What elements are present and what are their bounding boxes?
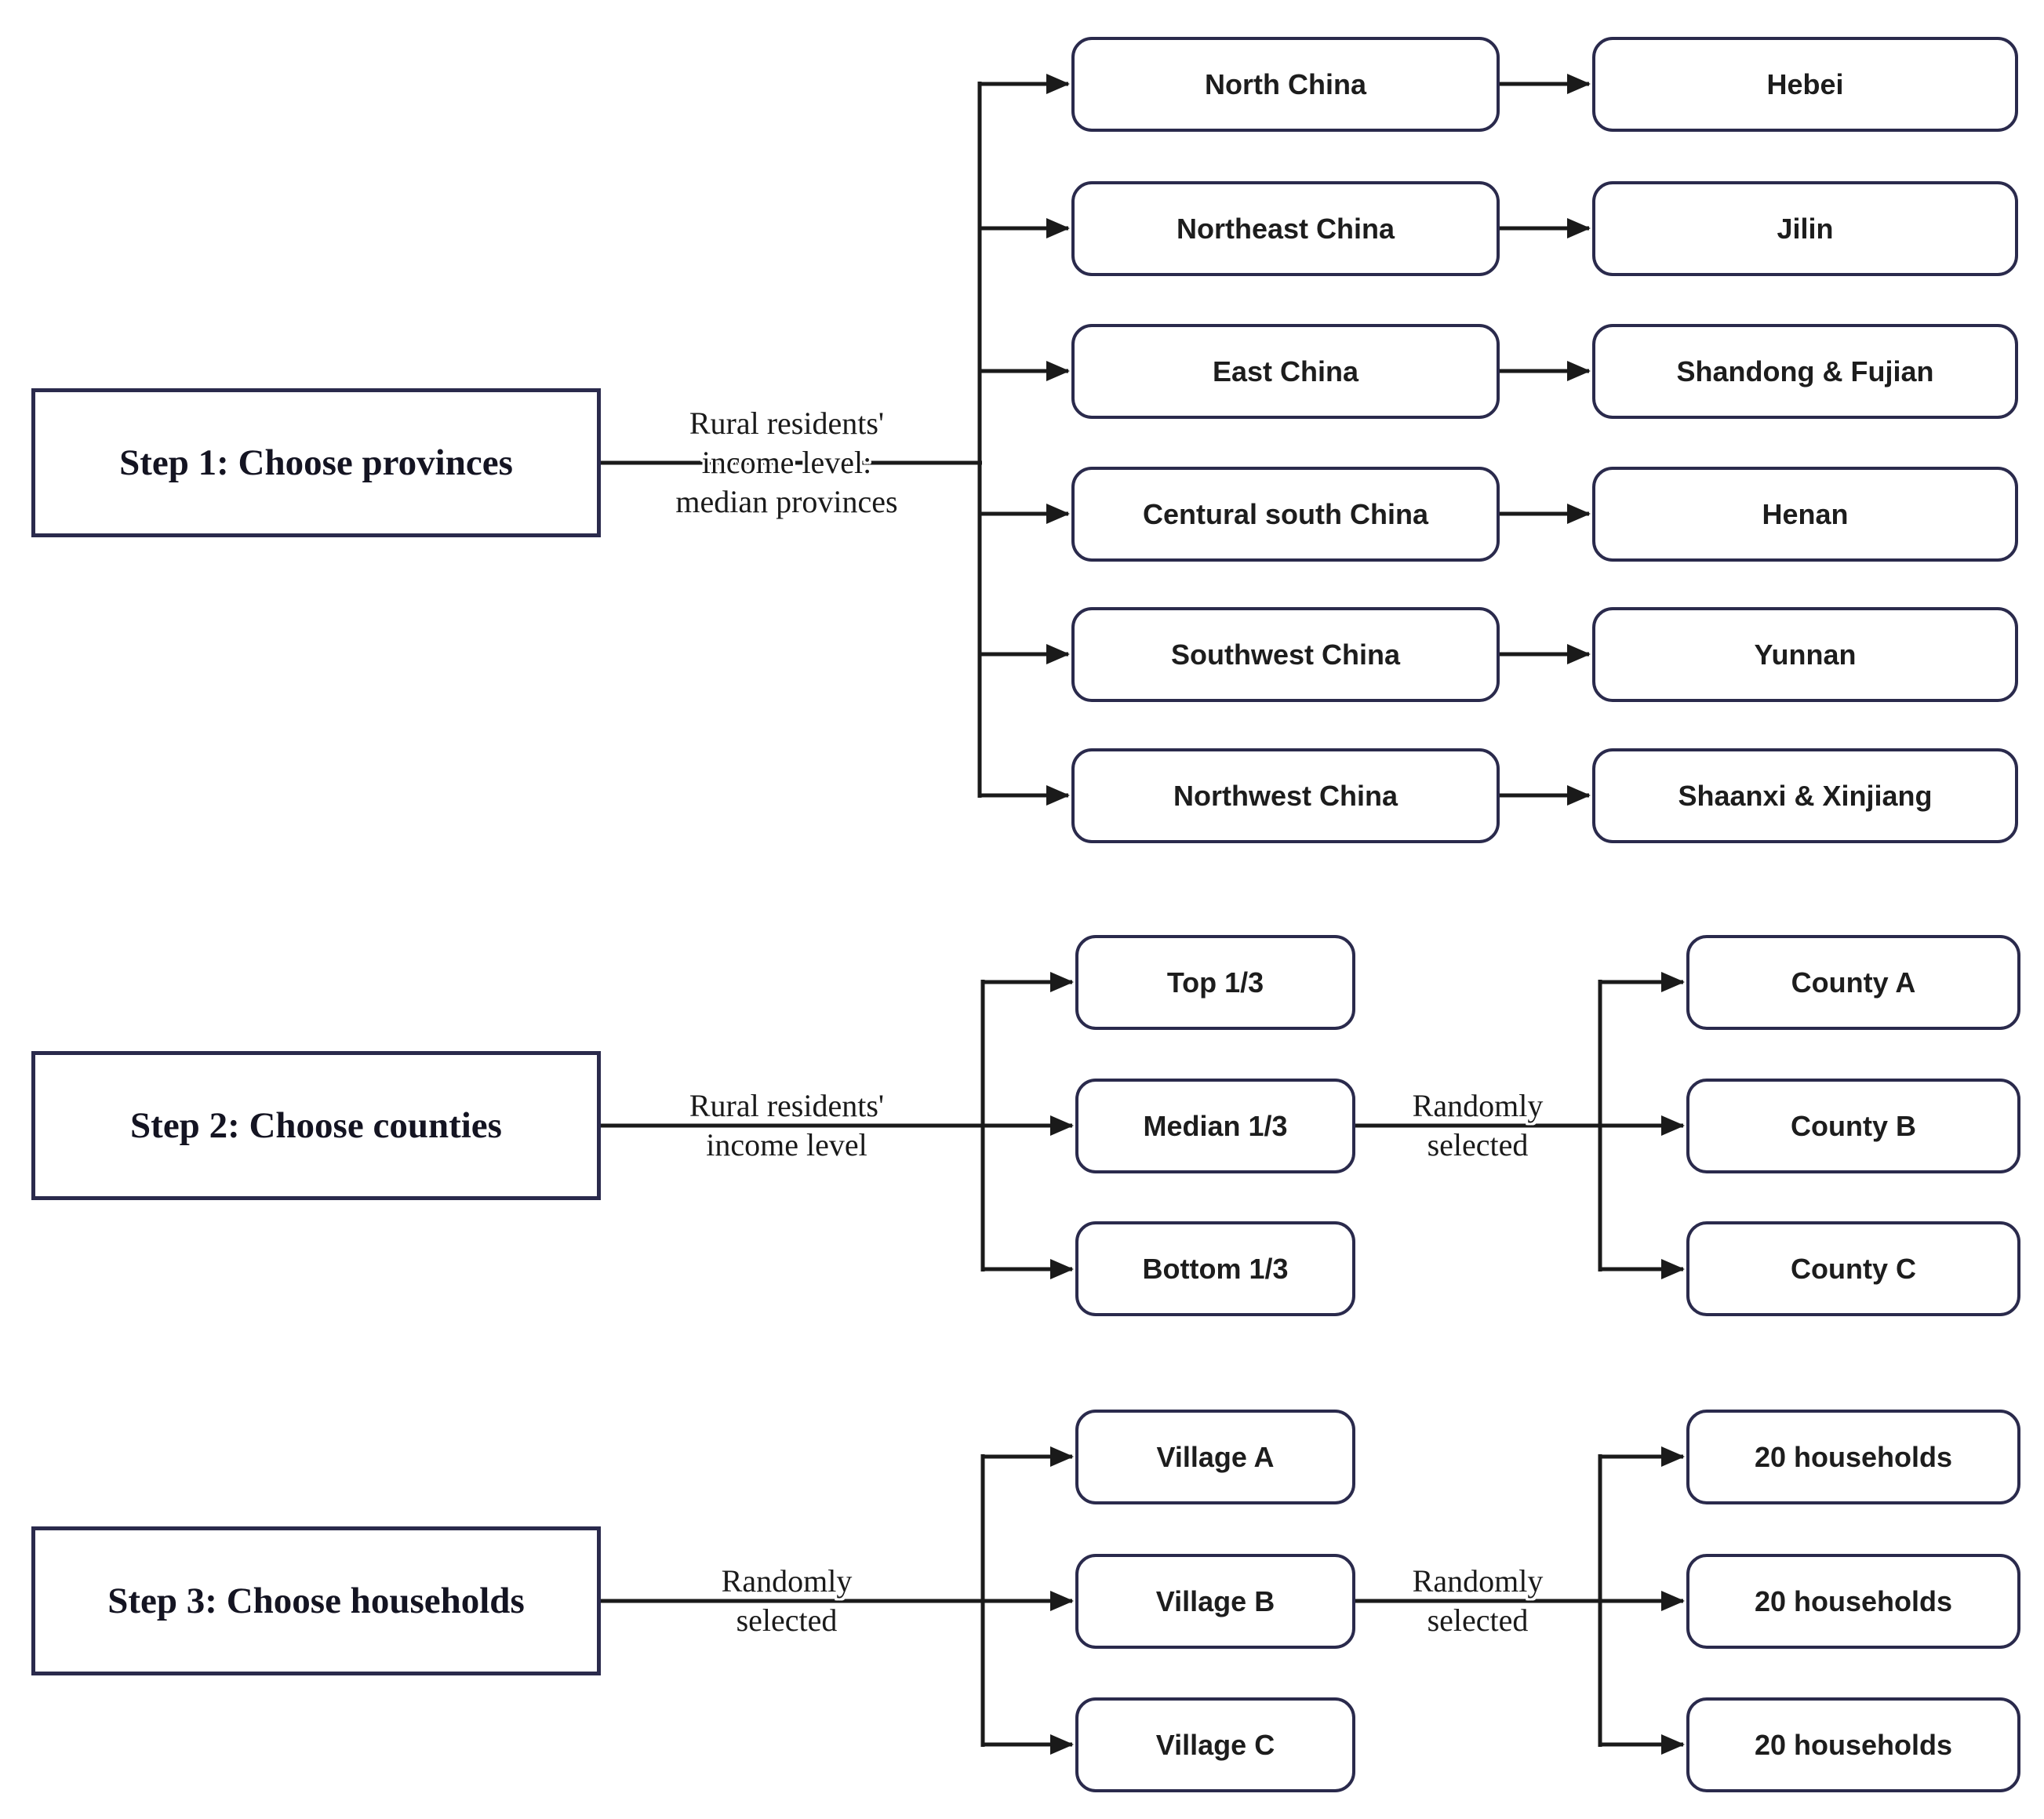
- node-northwest-china: Northwest China: [1071, 748, 1500, 843]
- node-village-a: Village A: [1075, 1410, 1355, 1504]
- step3-title-box: Step 3: Choose households: [31, 1526, 601, 1675]
- node-median-third: Median 1/3: [1075, 1079, 1355, 1173]
- node-east-china: East China: [1071, 324, 1500, 419]
- step2-title-box: Step 2: Choose counties: [31, 1051, 601, 1200]
- step1-title: Step 1: Choose provinces: [119, 442, 513, 483]
- node-jilin: Jilin: [1592, 181, 2018, 276]
- node-village-b: Village B: [1075, 1554, 1355, 1649]
- node-top-third: Top 1/3: [1075, 935, 1355, 1030]
- node-henan: Henan: [1592, 467, 2018, 562]
- step3-connector-label: Randomly selected: [721, 1563, 853, 1638]
- node-northeast-china: Northeast China: [1071, 181, 1500, 276]
- node-county-c: County C: [1686, 1221, 2020, 1316]
- step2-wires: [601, 972, 1685, 1279]
- step1-wires: [601, 74, 1591, 806]
- node-hebei: Hebei: [1592, 37, 2018, 132]
- step2-title: Step 2: Choose counties: [130, 1105, 502, 1146]
- step2-connector-label: Rural residents' income level: [689, 1088, 885, 1162]
- node-centural-south-china: Centural south China: [1071, 467, 1500, 562]
- step3-selection-label: Randomly selected: [1412, 1563, 1544, 1638]
- node-county-b: County B: [1686, 1079, 2020, 1173]
- node-county-a: County A: [1686, 935, 2020, 1030]
- node-shaanxi-xinjiang: Shaanxi & Xinjiang: [1592, 748, 2018, 843]
- step3-title: Step 3: Choose households: [107, 1581, 525, 1621]
- step1-connector-label: Rural residents' income level: median pr…: [675, 406, 898, 519]
- step1-title-box: Step 1: Choose provinces: [31, 388, 601, 537]
- node-southwest-china: Southwest China: [1071, 607, 1500, 702]
- node-yunnan: Yunnan: [1592, 607, 2018, 702]
- step2-selection-label: Randomly selected: [1412, 1088, 1544, 1162]
- node-households-2: 20 households: [1686, 1554, 2020, 1649]
- step3-wires: [601, 1446, 1685, 1755]
- node-north-china: North China: [1071, 37, 1500, 132]
- node-bottom-third: Bottom 1/3: [1075, 1221, 1355, 1316]
- node-shandong-fujian: Shandong & Fujian: [1592, 324, 2018, 419]
- node-households-3: 20 households: [1686, 1697, 2020, 1792]
- node-village-c: Village C: [1075, 1697, 1355, 1792]
- node-households-1: 20 households: [1686, 1410, 2020, 1504]
